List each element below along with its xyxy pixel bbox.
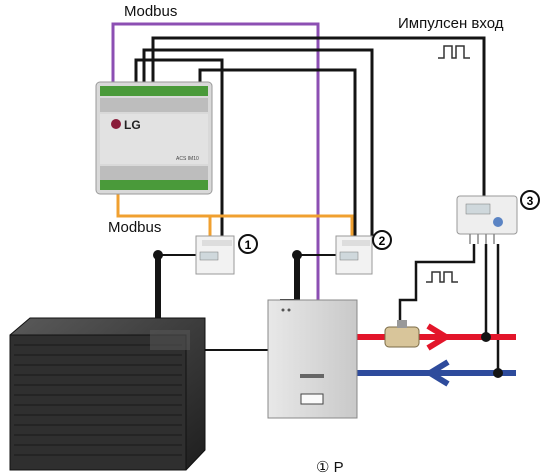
energy-meter-2: [336, 236, 372, 274]
heat-meter: [457, 196, 517, 244]
marker-2-label: 2: [379, 234, 386, 248]
modbus-label-top: Modbus: [124, 3, 177, 20]
cold-pipe: [357, 362, 516, 384]
marker-3-label: 3: [527, 194, 534, 208]
flow-sensor: [385, 320, 419, 347]
marker-3: 3: [521, 191, 539, 209]
controller-model: ACS IM10: [176, 156, 199, 162]
marker-2: 2: [373, 231, 391, 249]
pulse-input-label: Импулсен вход: [398, 15, 504, 32]
indoor-control-box: [268, 300, 357, 418]
footnote-label: ① Р: [316, 458, 344, 475]
controller-logo: LG: [124, 118, 141, 132]
marker-1: 1: [239, 235, 257, 253]
pulse-symbol-top: [438, 46, 470, 58]
junction-dot: [493, 368, 503, 378]
junction-dot: [292, 250, 302, 260]
outdoor-unit: [10, 318, 205, 470]
hot-pipe: [357, 326, 516, 348]
heat-meter-wires: [400, 244, 498, 376]
junction-dot: [481, 332, 491, 342]
energy-meter-1: [196, 236, 234, 274]
modbus-label-bottom: Modbus: [108, 219, 161, 236]
junction-dot: [153, 250, 163, 260]
marker-1-label: 1: [245, 238, 252, 252]
pulse-symbol-bottom: [426, 272, 458, 282]
lg-controller: LG ACS IM10: [96, 82, 212, 194]
